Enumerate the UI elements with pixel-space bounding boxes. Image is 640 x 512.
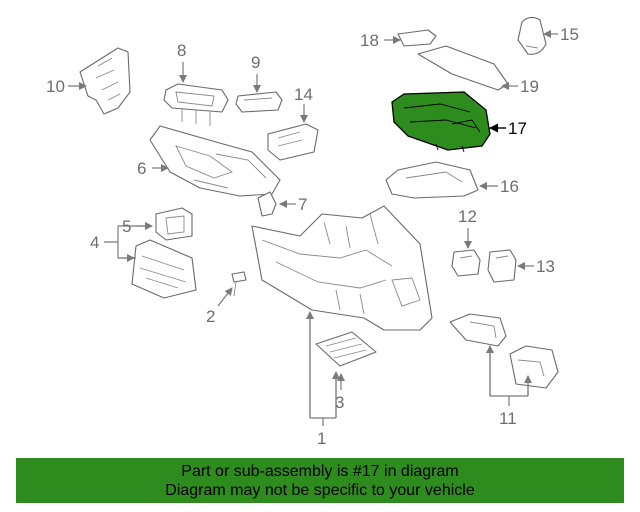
part-2-screw — [231, 271, 247, 297]
part-15-shift-knob — [517, 16, 547, 55]
callout-6: 6 — [137, 159, 146, 178]
part-1-console-body — [251, 205, 433, 331]
callout-13: 13 — [536, 257, 555, 276]
callout-5: 5 — [122, 217, 131, 236]
part-10-bracket — [79, 47, 131, 115]
callout-16: 16 — [500, 177, 519, 196]
part-19-trim-strip — [417, 45, 509, 91]
callout-19: 19 — [520, 77, 539, 96]
callout-18: 18 — [360, 31, 379, 50]
notice-line-1: Part or sub-assembly is #17 in diagram — [181, 463, 459, 480]
part-11-duct-rear — [509, 345, 559, 389]
part-16-bracket — [385, 161, 479, 199]
callout-15: 15 — [560, 25, 579, 44]
part-4-pocket — [131, 239, 197, 299]
part-8-switch-bezel — [163, 83, 229, 126]
callout-9: 9 — [251, 53, 260, 72]
callout-11: 11 — [499, 409, 517, 428]
part-17-console-top — [391, 91, 491, 153]
notice-banner: Part or sub-assembly is #17 in diagram D… — [16, 458, 624, 503]
callout-17: 17 — [508, 119, 527, 138]
callout-7: 7 — [298, 195, 307, 214]
part-17-body — [391, 91, 491, 151]
part-9-switch — [235, 91, 283, 113]
parts-diagram: 1 2 3 4 5 6 7 8 9 10 11 12 13 14 15 16 1… — [46, 16, 579, 448]
callout-14: 14 — [294, 85, 313, 104]
callout-labels: 1 2 3 4 5 6 7 8 9 10 11 12 13 14 15 16 1… — [46, 25, 579, 448]
notice-line-2: Diagram may not be specific to your vehi… — [165, 482, 475, 499]
part-11-duct-front — [449, 313, 507, 347]
callout-3: 3 — [335, 393, 344, 412]
part-18-cover — [397, 29, 437, 47]
part-14-switch-block — [267, 123, 319, 161]
callout-10: 10 — [46, 77, 65, 96]
callout-12: 12 — [458, 207, 477, 226]
part-3-floor-panel — [315, 331, 377, 367]
part-5-switch — [155, 207, 193, 241]
callout-8: 8 — [177, 41, 186, 60]
part-7-clip — [257, 191, 277, 217]
part-13-switch — [487, 249, 517, 283]
callout-1: 1 — [317, 429, 326, 448]
callout-2: 2 — [206, 307, 215, 326]
callout-4: 4 — [90, 233, 99, 252]
part-12-switch — [451, 249, 481, 277]
leader-lines — [68, 30, 558, 426]
part-6-trim-plate — [149, 125, 281, 197]
